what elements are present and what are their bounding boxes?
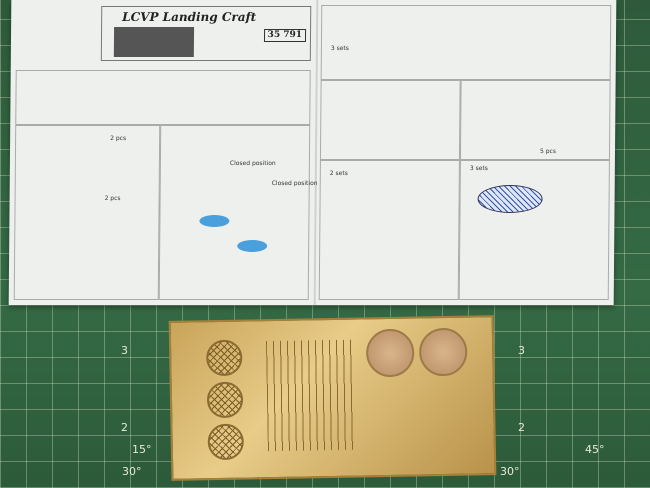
label: Closed position [229, 160, 276, 167]
grille-part [206, 381, 244, 419]
mat-number: 45° [585, 443, 605, 456]
mat-number: 2 [121, 421, 128, 434]
mat-number: 3 [121, 344, 128, 357]
fret-diagram [113, 27, 195, 57]
sheet-fold [313, 0, 319, 305]
sheet-header: LCVP Landing Craft 35 791 [100, 6, 312, 61]
label: 2 sets [329, 170, 348, 177]
step-panel [319, 80, 461, 160]
mat-number: 3 [518, 344, 525, 357]
label: 3 sets [330, 45, 349, 52]
grille-part [205, 339, 243, 377]
label: 5 pcs [539, 148, 557, 155]
step-panel [459, 80, 611, 160]
step-panel [13, 125, 161, 300]
small-parts [265, 339, 358, 452]
grille-part [207, 423, 245, 461]
kit-number: 35 791 [263, 29, 307, 42]
photo-etch-fret [168, 315, 497, 481]
sheet-title: LCVP Landing Craft [122, 10, 257, 24]
label: Closed position [271, 180, 318, 187]
step-panel [458, 160, 610, 300]
mat-number: 30° [122, 465, 142, 478]
instruction-sheet: LCVP Landing Craft 35 791 Closed positio… [8, 0, 617, 305]
label: 2 pcs [104, 195, 121, 202]
step-panel [318, 160, 460, 300]
mat-number: 30° [500, 465, 520, 478]
hatch-diagram [237, 240, 268, 252]
disc-part [365, 328, 415, 378]
grille-diagram [477, 185, 543, 213]
mat-number: 15° [132, 443, 152, 456]
disc-part [418, 327, 468, 377]
step-panel [158, 125, 311, 300]
step-panel [15, 70, 311, 125]
mat-number: 2 [518, 421, 525, 434]
step-panel [320, 5, 612, 80]
label: 3 sets [469, 165, 488, 172]
hatch-diagram [199, 215, 230, 227]
label: 2 pcs [110, 135, 127, 142]
